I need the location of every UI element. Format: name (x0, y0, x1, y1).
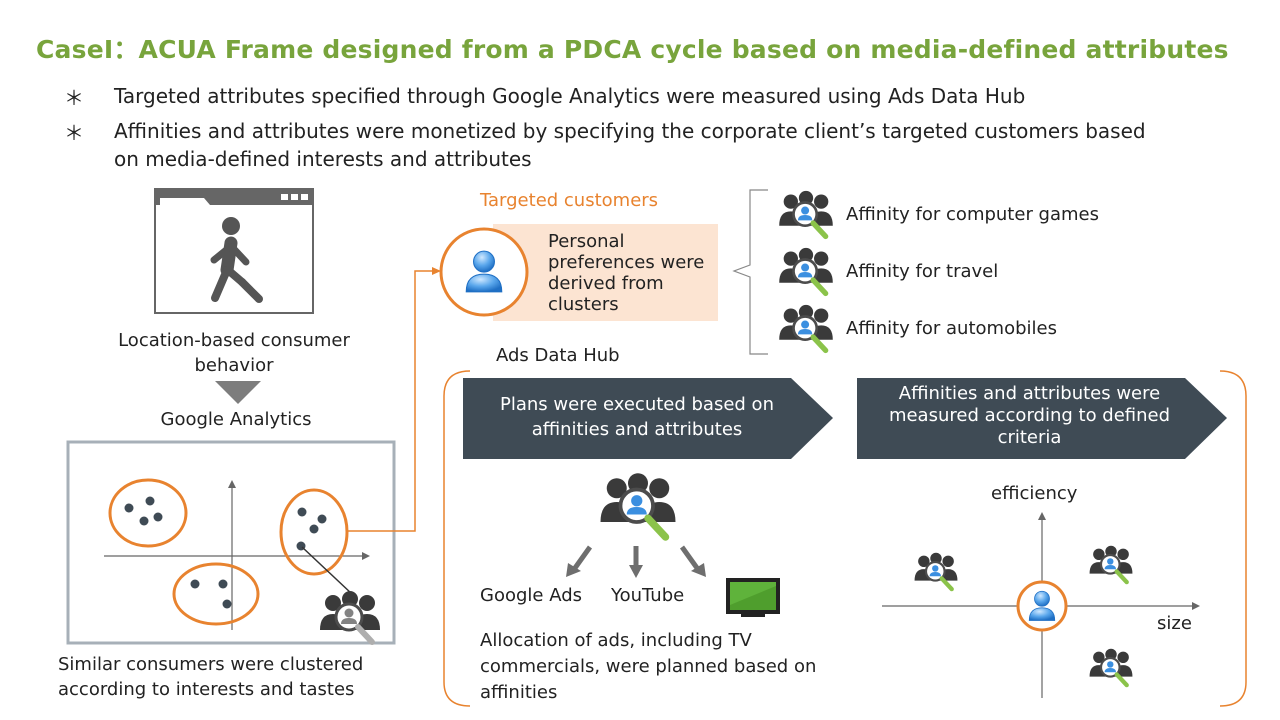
users-search-icon (779, 191, 833, 237)
targeted-text: Personal preferences were derived from c… (548, 231, 705, 315)
location-label: Location-based consumer behavior (118, 330, 350, 376)
users-search-icon (779, 248, 833, 294)
users-search-icon (1090, 546, 1133, 582)
bullet-mark: ＊ (64, 121, 84, 145)
plans-arrow-shape (463, 378, 833, 459)
plans-box-text: Plans were executed based on affinities … (500, 394, 774, 440)
measured-box-text: Affinities and attributes were measured … (888, 383, 1171, 448)
person-walking-icon (210, 217, 263, 303)
affinity-item: Affinity for computer games (846, 204, 1100, 225)
cluster-dots (124, 496, 327, 609)
google-ads-label: Google Ads (480, 585, 582, 606)
users-search-icon (779, 305, 833, 351)
affinity-item: Affinity for automobiles (846, 318, 1057, 339)
page-title: CaseⅠ：ACUA Frame designed from a PDCA cy… (36, 35, 1229, 64)
targeted-heading: Targeted customers (480, 190, 659, 211)
size-axis-label: size (1157, 613, 1192, 634)
users-search-icon (601, 473, 676, 537)
tv-icon (726, 578, 780, 617)
affinity-brace (732, 189, 768, 355)
ads-data-hub-label: Ads Data Hub (496, 345, 620, 366)
users-search-icon (1090, 649, 1133, 685)
down-arrow-icon (215, 381, 261, 404)
down-arrow-icon (566, 545, 706, 578)
cluster-ellipses (108, 478, 349, 626)
affinity-item: Affinity for travel (846, 261, 999, 282)
cluster-caption: Similar consumers were clustered accordi… (58, 654, 364, 700)
google-analytics-label: Google Analytics (160, 409, 312, 430)
targeted-box (493, 224, 718, 321)
allocation-text: Allocation of ads, including TV commerci… (480, 630, 817, 703)
bullet-mark: ＊ (64, 86, 84, 110)
efficiency-axis-label: efficiency (991, 483, 1078, 504)
bullet-text: Affinities and attributes were monetized… (114, 119, 1146, 171)
measured-arrow-shape (857, 378, 1227, 459)
users-search-icon (915, 553, 958, 589)
bullet-text: Targeted attributes specified through Go… (114, 84, 1026, 108)
youtube-label: YouTube (611, 585, 685, 606)
